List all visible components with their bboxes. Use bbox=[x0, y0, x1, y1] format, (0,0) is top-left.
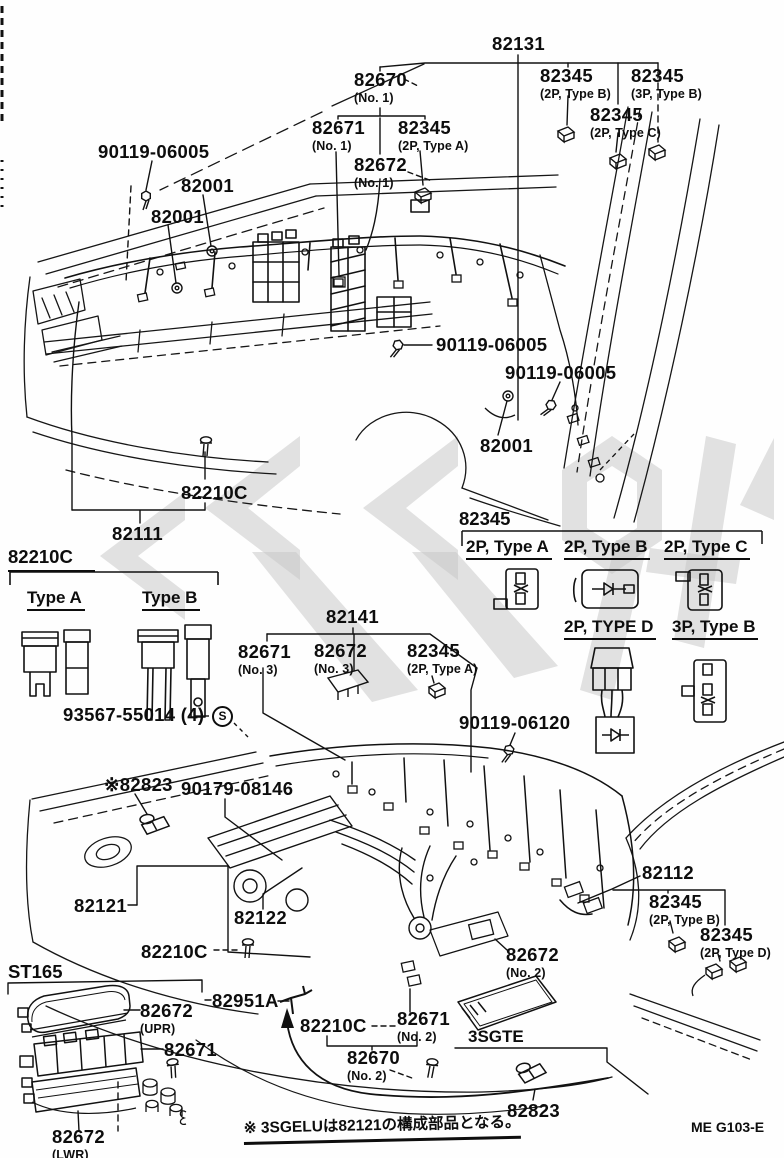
ecu-3sgte-icon bbox=[429, 911, 557, 1031]
part-label-90119-06005-c: 90119-06005 bbox=[505, 362, 617, 383]
part-label-82121: 82121 bbox=[74, 895, 127, 916]
part-label-82122: 82122 bbox=[234, 907, 287, 928]
top-part-glyphs bbox=[140, 126, 666, 457]
part-label-82210c-bottom-a: 82210C bbox=[141, 941, 208, 962]
bottom-leader-lines bbox=[7, 793, 726, 1132]
fuse-type-a-label: Type A bbox=[27, 589, 85, 611]
part-label-82823-bottom: 82823 bbox=[507, 1100, 560, 1121]
part-label-90119-06120: 90119-06120 bbox=[459, 712, 571, 733]
fuse-section-art bbox=[9, 571, 249, 738]
connector-type-2p-d-label: 2P, TYPE D bbox=[564, 618, 657, 640]
connector-type-3p-b-label: 3P, Type B bbox=[672, 618, 759, 640]
part-label-82671-no2: 82671(No. 2) bbox=[397, 1008, 450, 1044]
connector-section-art bbox=[461, 530, 763, 754]
part-label-82823-star: ※82823 bbox=[104, 774, 173, 795]
part-label-90119-06005-b: 90119-06005 bbox=[436, 334, 548, 355]
connector-type-2p-c-label: 2P, Type C bbox=[664, 538, 751, 560]
part-label-82672-no3: 82672(No. 3) bbox=[314, 640, 367, 676]
top-harness-connectors bbox=[136, 246, 635, 483]
bottom-engine bbox=[207, 795, 457, 940]
fuse-type-b-icon bbox=[137, 624, 212, 721]
engine-label-3sgte: 3SGTE bbox=[468, 1027, 524, 1046]
part-label-82345-2p-type-a-mid: 82345(2P, Type A) bbox=[407, 640, 478, 676]
fuse-type-b-label: Type B bbox=[142, 589, 201, 611]
fuse-section-header-82210c: 82210C bbox=[8, 547, 95, 572]
part-label-82001-b: 82001 bbox=[151, 206, 204, 227]
connector-2p-type-b-icon bbox=[572, 569, 639, 609]
part-label-82670-no1: 82670(No. 1) bbox=[354, 69, 407, 105]
part-label-90179-08146: 90179-08146 bbox=[181, 778, 294, 799]
connector-2p-type-d-icon bbox=[590, 647, 635, 754]
connector-section-header-82345: 82345 bbox=[459, 508, 511, 529]
part-label-82345-2p-type-d-bottom: 82345(2P, Type D) bbox=[700, 924, 771, 960]
connector-2p-type-a-icon bbox=[493, 568, 539, 610]
part-label-82112: 82112 bbox=[642, 862, 694, 883]
bottom-harness bbox=[269, 743, 635, 926]
connector-type-2p-a-label: 2P, Type A bbox=[466, 538, 552, 560]
top-car-outline bbox=[23, 63, 720, 527]
fuse-type-a-icon bbox=[21, 629, 91, 697]
watermark bbox=[100, 436, 774, 702]
screw-symbol-icon: S bbox=[212, 706, 233, 727]
part-label-82001-a: 82001 bbox=[181, 175, 234, 196]
st165-relays bbox=[142, 1057, 187, 1126]
st165-boxes bbox=[17, 984, 144, 1114]
part-label-82345-2p-type-b-bottom: 82345(2P, Type B) bbox=[649, 891, 720, 927]
part-label-82141: 82141 bbox=[326, 606, 379, 627]
part-label-82671-no1: 82671(No. 1) bbox=[312, 117, 365, 153]
part-label-82670-no2: 82670(No. 2) bbox=[347, 1047, 400, 1083]
part-label-82672-lwr: 82672(LWR) bbox=[52, 1126, 105, 1158]
part-label-82345-2p-type-b-top: 82345(2P, Type B) bbox=[540, 65, 611, 101]
top-harness bbox=[64, 199, 579, 426]
part-label-82672-upr: 82672(UPR) bbox=[140, 1000, 193, 1036]
model-label-st165: ST165 bbox=[8, 961, 63, 982]
part-label-82345-3p-type-b-top: 82345(3P, Type B) bbox=[631, 65, 702, 101]
part-label-82001-c: 82001 bbox=[480, 435, 533, 456]
part-label-93567-55014: 93567-55014 (4) bbox=[63, 704, 205, 725]
arrow-curve bbox=[281, 1008, 609, 1098]
part-label-82671-no3: 82671(No. 3) bbox=[238, 641, 291, 677]
mid-leader-lines bbox=[262, 627, 516, 773]
part-label-90119-06005-a: 90119-06005 bbox=[98, 141, 210, 162]
mid-part-glyphs bbox=[326, 669, 516, 766]
part-label-82672-no1: 82672(No. 1) bbox=[354, 154, 407, 190]
part-label-82951a: 82951A bbox=[212, 990, 279, 1011]
part-label-82131: 82131 bbox=[492, 33, 545, 54]
bottom-part-glyphs bbox=[138, 810, 747, 1085]
part-label-82672-no2: 82672(No. 2) bbox=[506, 944, 559, 980]
part-label-82345-2p-type-c-top: 82345(2P, Type C) bbox=[590, 104, 661, 140]
part-label-82345-2p-type-a-top: 82345(2P, Type A) bbox=[398, 117, 469, 153]
bottom-car-outline bbox=[25, 741, 784, 1116]
page-code-me-g103-e: ME G103-E bbox=[691, 1119, 765, 1135]
part-label-82671-st165: 82671 bbox=[164, 1039, 217, 1060]
part-label-82210c-bottom-b: 82210C bbox=[300, 1015, 367, 1036]
connector-2p-type-c-icon bbox=[675, 569, 723, 611]
connector-type-2p-b-label: 2P, Type B bbox=[564, 538, 651, 560]
connector-3p-type-b-icon bbox=[681, 659, 727, 723]
part-label-82210c-top: 82210C bbox=[181, 482, 248, 503]
top-leader-lines bbox=[70, 54, 659, 524]
bottom-harness-connectors bbox=[332, 770, 604, 915]
part-label-82111: 82111 bbox=[112, 523, 163, 544]
